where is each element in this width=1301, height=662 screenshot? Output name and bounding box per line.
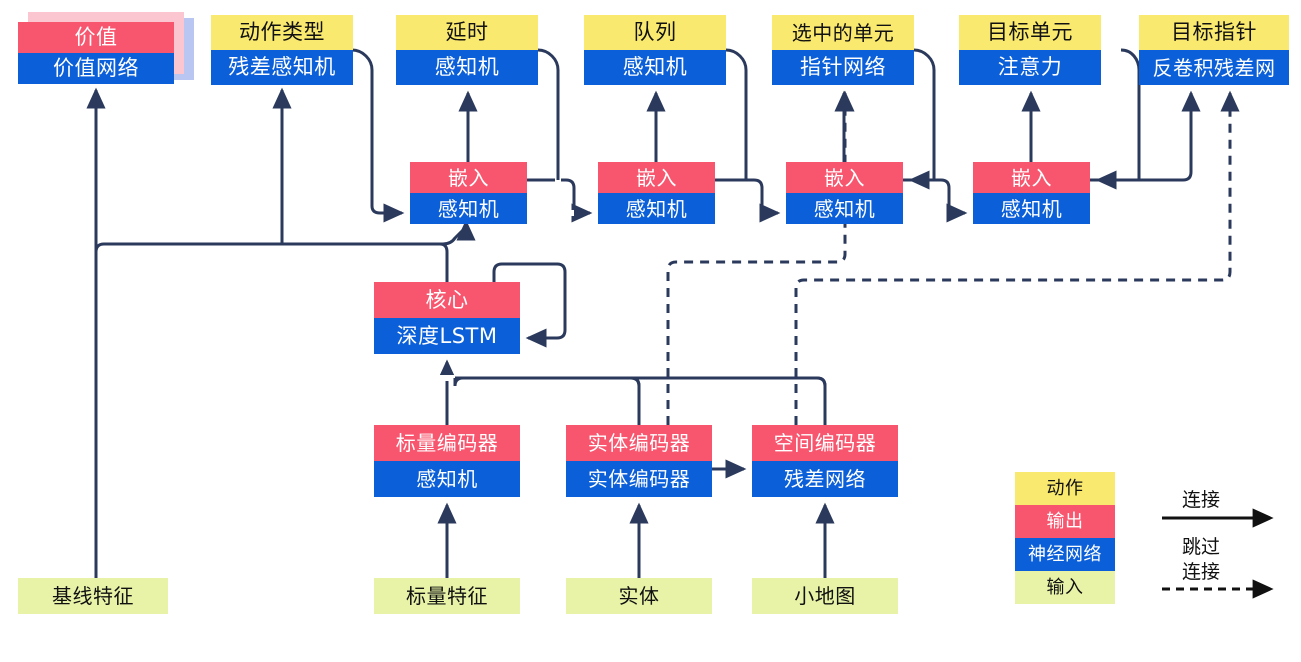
node-target-point-top: 目标指针 [1139, 15, 1289, 50]
node-entity-encoder-top: 实体编码器 [566, 425, 712, 461]
legend-network-row: 神经网络 [1015, 538, 1115, 571]
node-queued[interactable]: 队列 感知机 [584, 15, 726, 85]
wire-core-to-embed1 [442, 219, 476, 246]
node-embed-1-top: 嵌入 [410, 162, 527, 193]
node-minimap-label: 小地图 [752, 578, 898, 614]
node-delay[interactable]: 延时 感知机 [396, 15, 538, 85]
wire-entity-bus [453, 376, 641, 425]
node-entity-encoder[interactable]: 实体编码器 实体编码器 [566, 425, 712, 497]
node-embed-3-bottom: 感知机 [786, 193, 903, 224]
node-entity-encoder-bottom: 实体编码器 [566, 461, 712, 497]
legend-connection-label: 连接 [1182, 489, 1221, 511]
node-scalar-encoder[interactable]: 标量编码器 感知机 [374, 425, 520, 497]
legend-arrow-key: 连接 跳过 连接 [1160, 485, 1295, 610]
node-action-type-top: 动作类型 [211, 15, 353, 50]
node-delay-bottom: 感知机 [396, 50, 538, 85]
wire-target-unit-to-embed4 [1095, 48, 1141, 190]
wire-queued-down [725, 48, 748, 180]
wire-core-out-to-bus [104, 242, 449, 282]
node-embed-1-bottom: 感知机 [410, 193, 527, 224]
node-target-point-bottom: 反卷积残差网 [1139, 50, 1289, 85]
wire-action-type-to-embed1 [351, 48, 405, 223]
node-target-point[interactable]: 目标指针 反卷积残差网 [1139, 15, 1289, 85]
node-embed-1[interactable]: 嵌入 感知机 [410, 162, 527, 224]
node-selected-units[interactable]: 选中的单元 指针网络 [772, 15, 914, 85]
wire-embed2-to-embed3 [715, 178, 781, 223]
skip-entity-to-pointer-network [666, 90, 855, 425]
node-core[interactable]: 核心 深度LSTM [374, 282, 520, 354]
node-selected-units-top: 选中的单元 [772, 15, 914, 50]
node-scalar-features-label: 标量特征 [374, 578, 520, 614]
node-action-type[interactable]: 动作类型 残差感知机 [211, 15, 353, 85]
wire-delay-down [537, 48, 560, 180]
node-embed-2-top: 嵌入 [598, 162, 715, 193]
node-value[interactable]: 价值 价值网络 [18, 12, 194, 84]
node-embed-4-top: 嵌入 [973, 162, 1090, 193]
node-core-bottom: 深度LSTM [374, 318, 520, 354]
legend-output-row: 输出 [1015, 505, 1115, 538]
node-spatial-encoder-top: 空间编码器 [752, 425, 898, 461]
node-spatial-encoder[interactable]: 空间编码器 残差网络 [752, 425, 898, 497]
node-baseline-features[interactable]: 基线特征 [18, 578, 168, 614]
node-action-type-bottom: 残差感知机 [211, 50, 353, 85]
node-value-top: 价值 [18, 22, 174, 53]
node-baseline-features-label: 基线特征 [18, 578, 168, 614]
node-scalar-encoder-top: 标量编码器 [374, 425, 520, 461]
node-selected-units-bottom: 指针网络 [772, 50, 914, 85]
node-scalar-encoder-bottom: 感知机 [374, 461, 520, 497]
node-entities[interactable]: 实体 [566, 578, 712, 614]
wire-embed3-to-embed4 [903, 178, 968, 223]
node-embed-4-bottom: 感知机 [973, 193, 1090, 224]
wire-embed4-to-target-point [1090, 90, 1201, 182]
skip-spatial-to-deconv-resnet [794, 90, 1240, 425]
wire-entity-encoder-up [112, 376, 641, 425]
legend-swatches: 动作 输出 神经网络 输入 [1015, 472, 1115, 604]
node-embed-2[interactable]: 嵌入 感知机 [598, 162, 715, 224]
node-minimap[interactable]: 小地图 [752, 578, 898, 614]
legend-input-row: 输入 [1015, 571, 1115, 604]
node-embed-2-bottom: 感知机 [598, 193, 715, 224]
node-value-bottom: 价值网络 [18, 53, 174, 84]
node-embed-3-top: 嵌入 [786, 162, 903, 193]
node-spatial-encoder-bottom: 残差网络 [752, 461, 898, 497]
legend-arrow-glyphs [1162, 508, 1274, 599]
node-queued-bottom: 感知机 [584, 50, 726, 85]
node-target-unit-bottom: 注意力 [959, 50, 1101, 85]
legend-skip-label-line2: 连接 [1182, 561, 1221, 583]
node-embed-3[interactable]: 嵌入 感知机 [786, 162, 903, 224]
node-delay-top: 延时 [396, 15, 538, 50]
wire-spatial-bus [639, 376, 827, 425]
wire-embed1-to-embed2 [527, 178, 593, 223]
wire-spatial-encoder-up [112, 376, 827, 425]
node-scalar-features[interactable]: 标量特征 [374, 578, 520, 614]
wire-selected-units-down [913, 48, 936, 180]
node-entities-label: 实体 [566, 578, 712, 614]
node-queued-top: 队列 [584, 15, 726, 50]
legend-skip-label-line1: 跳过 [1182, 536, 1221, 558]
node-target-unit-top: 目标单元 [959, 15, 1101, 50]
node-core-top: 核心 [374, 282, 520, 318]
node-embed-4[interactable]: 嵌入 感知机 [973, 162, 1090, 224]
node-target-unit[interactable]: 目标单元 注意力 [959, 15, 1101, 85]
legend-action-row: 动作 [1015, 472, 1115, 505]
